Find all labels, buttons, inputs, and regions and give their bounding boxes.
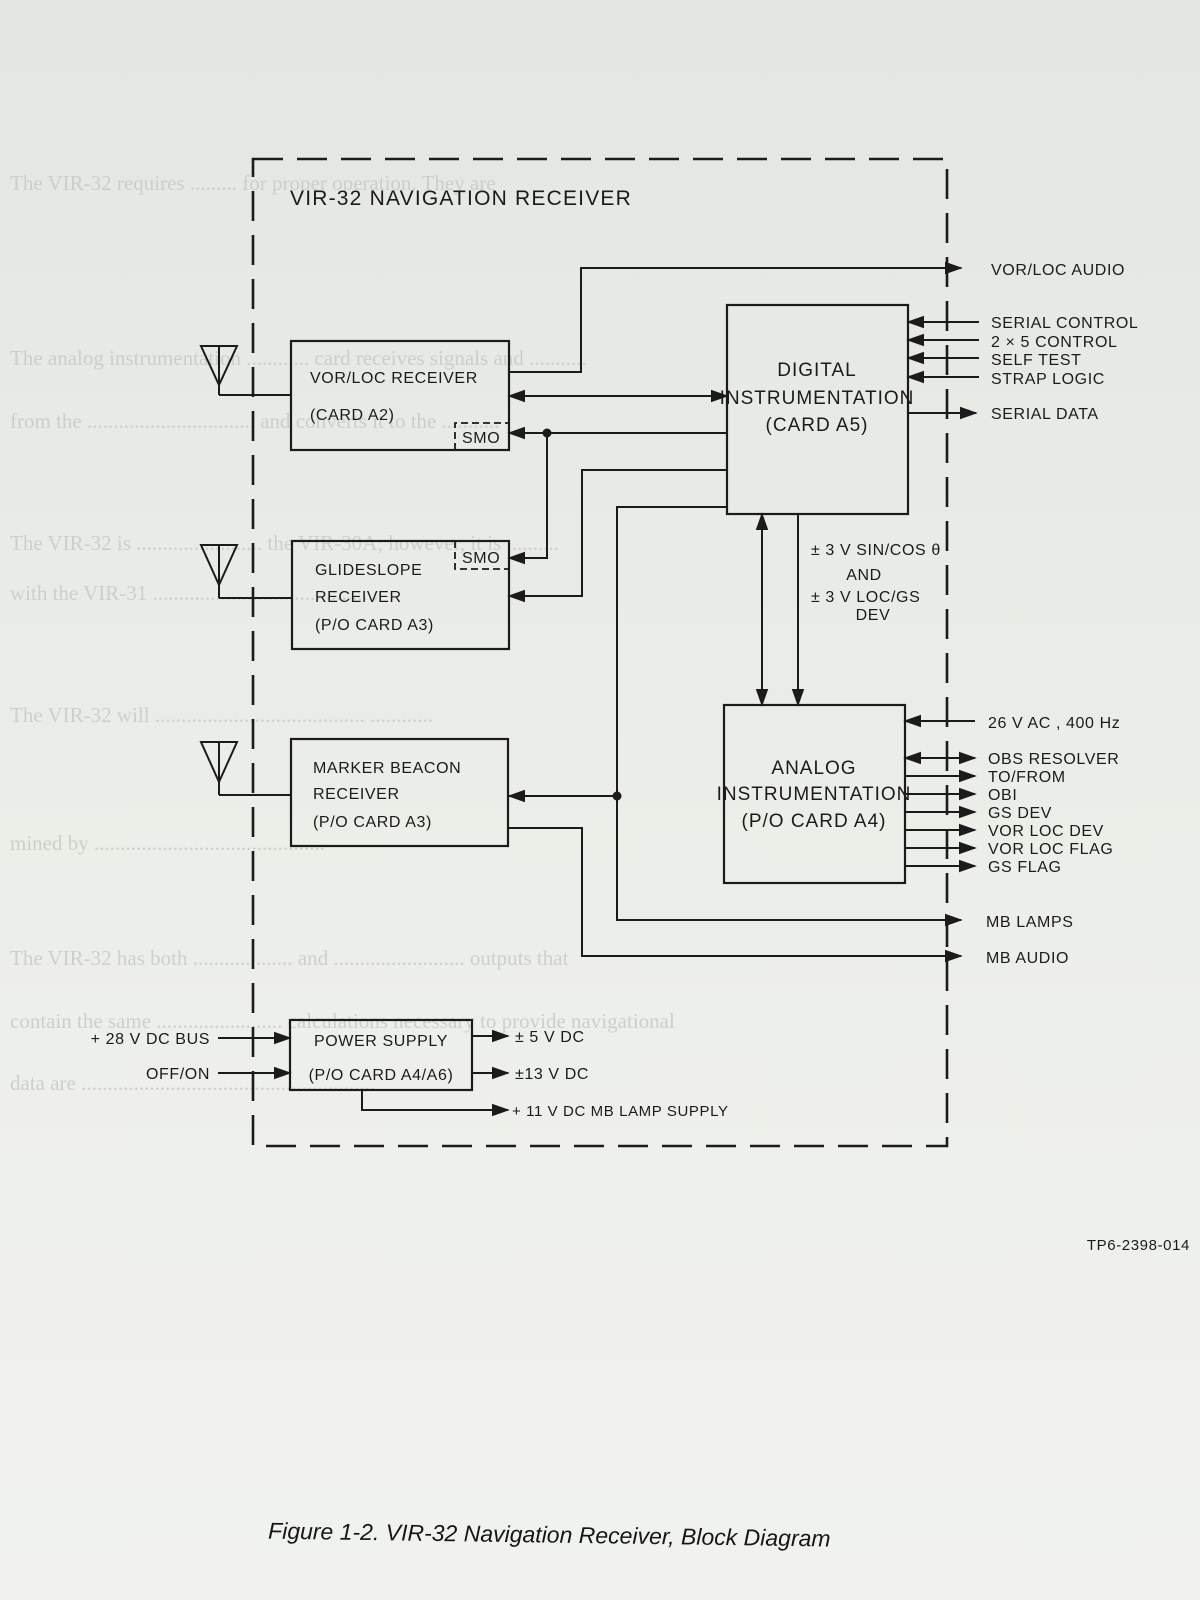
analog-card-label: (P/O CARD A4) bbox=[742, 811, 887, 832]
signal-serial-control: SERIAL CONTROL bbox=[991, 315, 1138, 332]
bleed-through-text: The VIR-32 requires ......... for proper… bbox=[10, 171, 675, 1095]
svg-text:from the .....................: from the ...............................… bbox=[10, 409, 499, 433]
bus-label-and: AND bbox=[846, 567, 882, 584]
digital-io-lines bbox=[906, 315, 979, 420]
smo-box bbox=[454, 422, 509, 450]
smo-label: SMO bbox=[462, 430, 500, 447]
power-wiring bbox=[218, 1029, 510, 1117]
signal-self-test: SELF TEST bbox=[991, 352, 1081, 369]
signal-2x5-control: 2 × 5 CONTROL bbox=[991, 334, 1118, 351]
signal-gs-flag: GS FLAG bbox=[988, 859, 1062, 876]
output-5v-dc: ± 5 V DC bbox=[515, 1029, 585, 1046]
signal-mb-audio: MB AUDIO bbox=[986, 950, 1069, 967]
analog-instrumentation-label: INSTRUMENTATION bbox=[717, 784, 912, 805]
junction-dot bbox=[542, 428, 552, 438]
svg-text:with the VIR-31 ..............: with the VIR-31 ........................… bbox=[10, 581, 378, 605]
output-13v-dc: ±13 V DC bbox=[515, 1066, 589, 1083]
smo-box bbox=[454, 541, 509, 570]
junction-dot bbox=[612, 791, 622, 801]
glideslope-receiver-label: RECEIVER bbox=[315, 589, 402, 606]
vor-loc-receiver-label: VOR/LOC RECEIVER bbox=[310, 370, 478, 387]
digital-instrumentation-block bbox=[725, 303, 910, 516]
output-11v-mb-lamp: + 11 V DC MB LAMP SUPPLY bbox=[512, 1103, 729, 1120]
bus-label-loc-gs: ± 3 V LOC/GS bbox=[811, 589, 920, 606]
svg-text:mined by .....................: mined by ...............................… bbox=[10, 831, 325, 855]
analog-label: ANALOG bbox=[771, 758, 856, 779]
signal-vor-loc-flag: VOR LOC FLAG bbox=[988, 841, 1113, 858]
signal-obs-resolver: OBS RESOLVER bbox=[988, 751, 1119, 768]
svg-text:The VIR-32 has both ..........: The VIR-32 has both ................... … bbox=[10, 946, 569, 970]
input-off-on: OFF/ON bbox=[146, 1066, 210, 1083]
glideslope-card-label: (P/O CARD A3) bbox=[315, 617, 434, 634]
signal-vor-loc-audio: VOR/LOC AUDIO bbox=[991, 262, 1125, 279]
signal-to-from: TO/FROM bbox=[988, 769, 1066, 786]
marker-card-label: (P/O CARD A3) bbox=[313, 814, 432, 831]
signal-gs-dev: GS DEV bbox=[988, 805, 1052, 822]
digital-label: DIGITAL bbox=[777, 360, 857, 381]
signal-serial-data: SERIAL DATA bbox=[991, 406, 1099, 423]
reference-code: TP6-2398-014 bbox=[1087, 1237, 1190, 1254]
power-supply-block bbox=[288, 1018, 474, 1092]
input-28v-dc-bus: + 28 V DC BUS bbox=[91, 1031, 210, 1048]
signal-26v-ac: 26 V AC , 400 Hz bbox=[988, 715, 1120, 732]
marker-receiver-label: RECEIVER bbox=[313, 786, 400, 803]
enclosure-boundary bbox=[251, 157, 949, 1148]
marker-beacon-label: MARKER BEACON bbox=[313, 760, 461, 777]
bus-label-dev: DEV bbox=[856, 607, 891, 624]
smo-label: SMO bbox=[462, 550, 500, 567]
svg-text:The VIR-32 will ..............: The VIR-32 will ........................… bbox=[10, 703, 433, 727]
analog-io-lines bbox=[903, 714, 977, 873]
svg-text:The VIR-32 is ................: The VIR-32 is ........................ t… bbox=[10, 531, 559, 555]
antenna-icon bbox=[199, 741, 291, 796]
antenna-icon bbox=[199, 345, 291, 396]
power-supply-label: POWER SUPPLY bbox=[314, 1033, 448, 1050]
digital-card-label: (CARD A5) bbox=[766, 415, 869, 436]
power-card-label: (P/O CARD A4/A6) bbox=[309, 1067, 454, 1084]
internal-wiring bbox=[507, 261, 963, 963]
signal-vor-loc-dev: VOR LOC DEV bbox=[988, 823, 1104, 840]
digital-instrumentation-label: INSTRUMENTATION bbox=[720, 388, 915, 409]
signal-strap-logic: STRAP LOGIC bbox=[991, 371, 1105, 388]
vor-loc-card-label: (CARD A2) bbox=[310, 407, 395, 424]
signal-obi: OBI bbox=[988, 787, 1017, 804]
figure-caption: Figure 1-2. VIR-32 Navigation Receiver, … bbox=[268, 1518, 831, 1552]
diagram-title: VIR-32 NAVIGATION RECEIVER bbox=[290, 187, 632, 210]
glideslope-label: GLIDESLOPE bbox=[315, 562, 422, 579]
antenna-icon bbox=[199, 544, 292, 599]
signal-mb-lamps: MB LAMPS bbox=[986, 914, 1074, 931]
bus-label-sin-cos: ± 3 V SIN/COS θ bbox=[811, 542, 941, 559]
svg-text:The analog instrumentation ...: The analog instrumentation ............ … bbox=[10, 346, 587, 370]
